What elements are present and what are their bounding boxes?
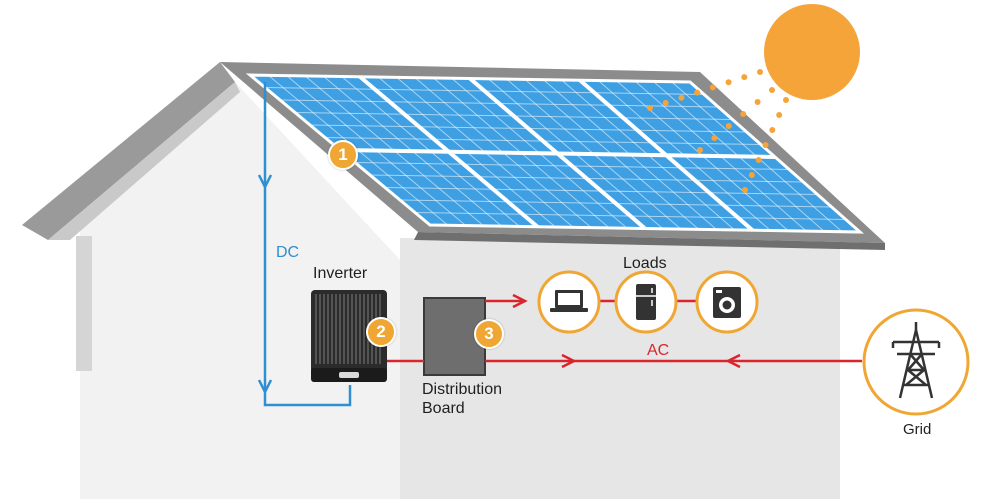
inverter-icon [311, 290, 387, 382]
solar-panel-icon [245, 73, 865, 234]
step-badge-1: 1 [328, 140, 358, 170]
loads-label: Loads [623, 255, 667, 272]
refrigerator-icon [636, 284, 656, 320]
roof-edge [414, 232, 885, 250]
ac-wiring [387, 293, 862, 369]
house-side-shade [80, 82, 400, 499]
sun-rays [647, 69, 789, 193]
ac-label: AC [647, 342, 670, 359]
step-badge-2: 2 [366, 317, 396, 347]
sun-icon [764, 4, 860, 100]
dc-label: DC [276, 244, 300, 261]
distribution-label-line1: Distribution [422, 381, 503, 398]
distribution-board-label: Distribution Board [422, 380, 502, 418]
dc-wiring [257, 82, 352, 407]
power-tower-icon [891, 322, 941, 399]
inverter-label: Inverter [313, 265, 368, 282]
step-badge-3: 3 [474, 319, 504, 349]
grid-label: Grid [903, 421, 932, 438]
left-eave [22, 62, 235, 240]
washing-machine-icon [713, 287, 741, 318]
left-eave-under [48, 82, 240, 240]
house-pillar [76, 236, 92, 371]
distribution-label-line2: Board [422, 400, 465, 417]
laptop-icon [550, 290, 588, 312]
